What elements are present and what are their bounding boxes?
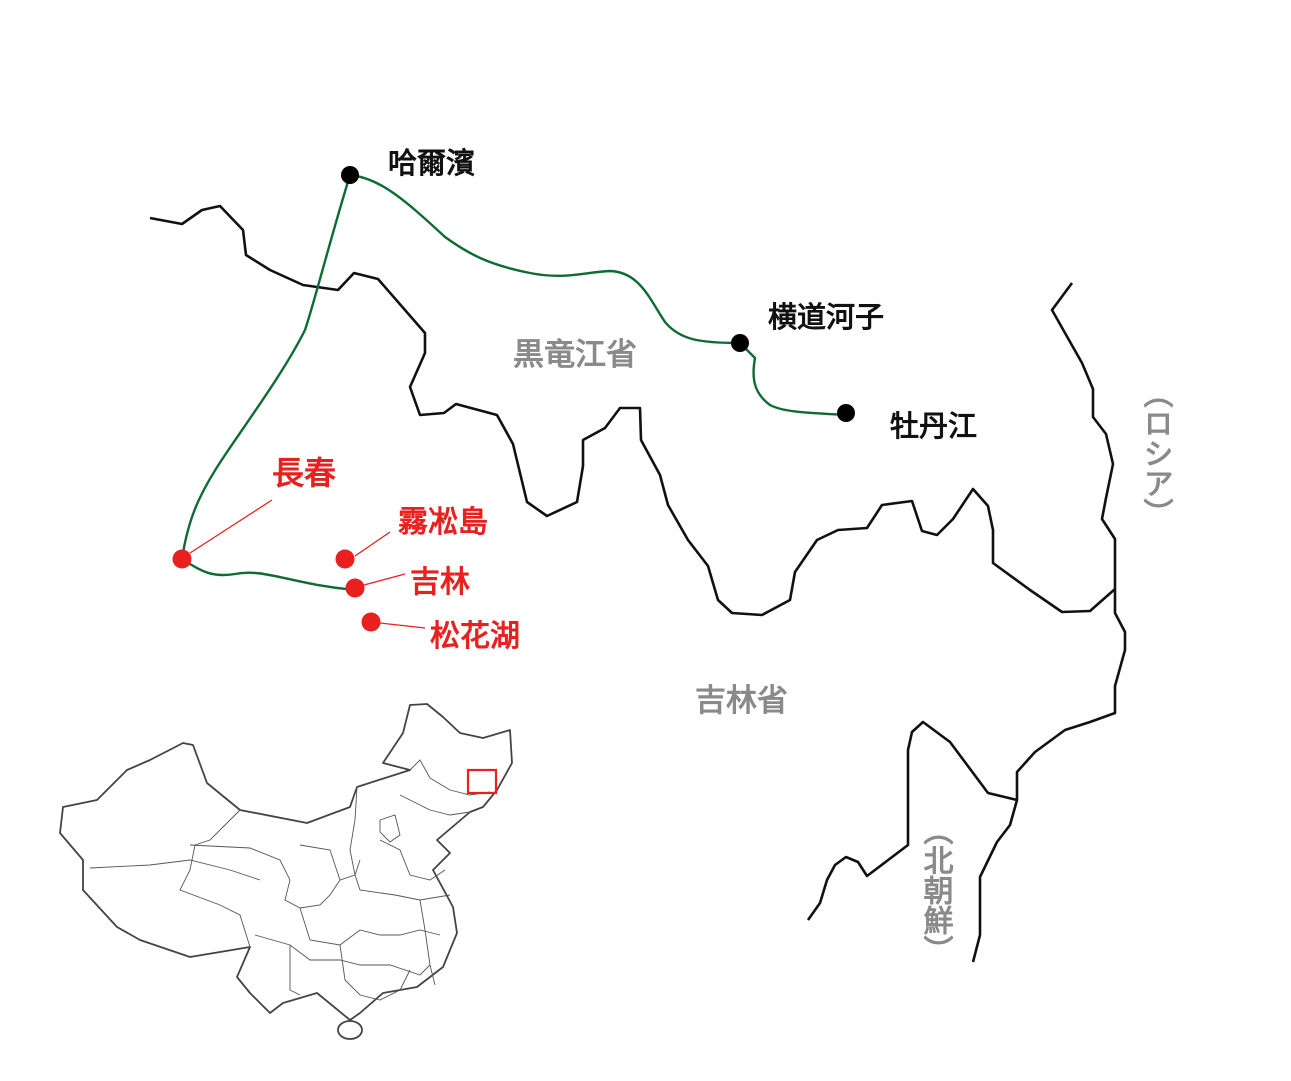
region-label-russia: （ロシア）: [1138, 378, 1174, 528]
leader-changchun: [189, 499, 273, 554]
railway-changchun-jilin: [181, 557, 356, 592]
north-korea-border: [806, 720, 1018, 921]
leader-jilin: [363, 573, 406, 586]
city-label-mudanjiang: 牡丹江: [890, 409, 977, 443]
city-dot-mudanjiang: [837, 404, 855, 422]
city-label-songhuahu: 松花湖: [430, 619, 520, 654]
railway-changchun-harbin: [180, 174, 352, 560]
city-dot-songhuahu: [361, 612, 381, 632]
city-label-jilin: 吉林: [410, 565, 470, 600]
leader-wusongdao: [354, 531, 391, 557]
city-label-changchun: 長春: [272, 454, 336, 492]
region-label-north-korea: （北朝鮮）: [918, 815, 954, 965]
region-label-jilin: 吉林省: [695, 683, 788, 719]
leader-songhuahu: [379, 622, 426, 629]
city-label-wusongdao: 霧凇島: [398, 505, 488, 540]
russia-border: [971, 282, 1127, 963]
city-label-harbin: 哈爾濱: [388, 146, 475, 180]
city-dot-harbin: [341, 166, 359, 184]
city-dot-jilin: [345, 578, 365, 598]
city-dot-hengdaohezi: [731, 334, 749, 352]
city-label-hengdaohezi: 横道河子: [768, 300, 884, 334]
location-highlight-box: [466, 768, 498, 795]
railway-harbin-mudanjiang: [349, 173, 847, 417]
city-dot-wusongdao: [335, 549, 355, 569]
city-dot-changchun: [172, 549, 192, 569]
province-border: [149, 204, 1116, 617]
china-inset-map: [59, 703, 513, 1040]
region-label-heilongjiang: 黒竜江省: [513, 337, 637, 373]
